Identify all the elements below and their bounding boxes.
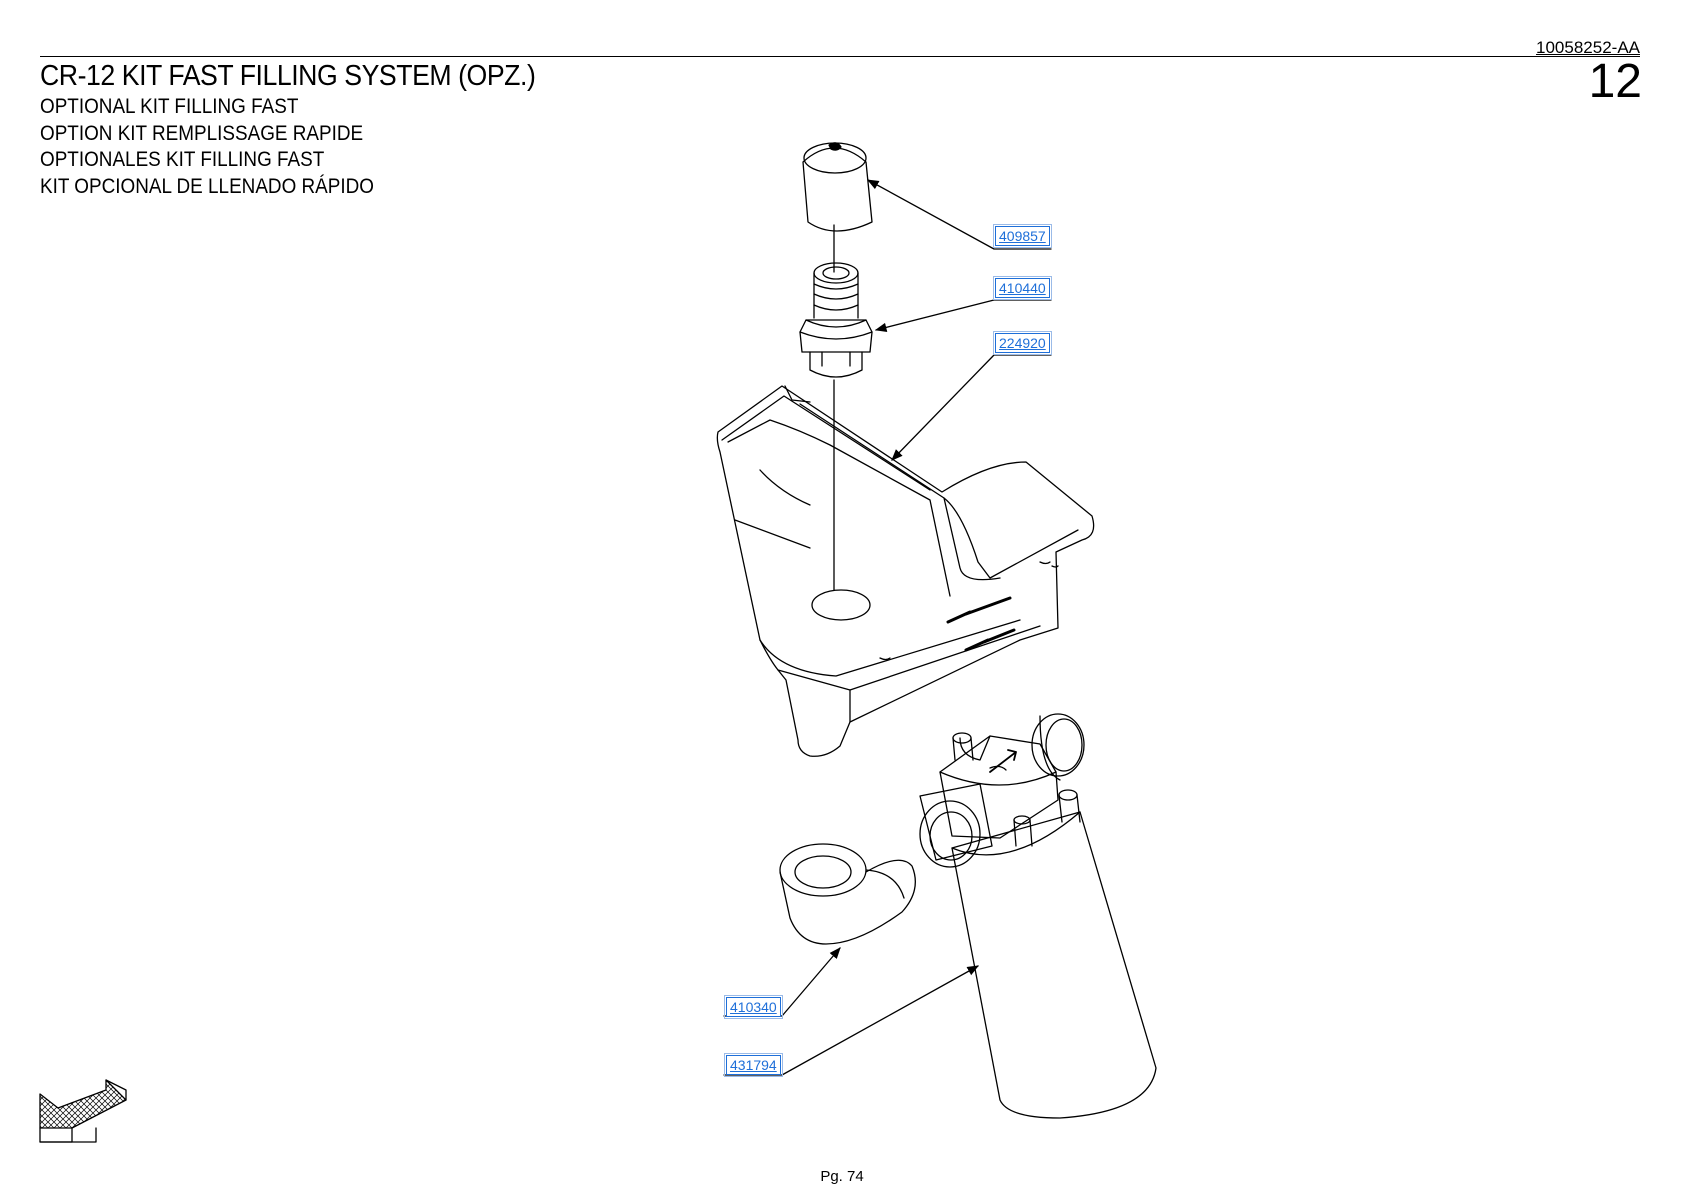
hopper-part-224920: [716, 385, 1095, 757]
cap-part-409857: [802, 142, 873, 232]
subtitle-en: OPTIONAL KIT FILLING FAST: [40, 95, 299, 118]
callout-431794[interactable]: 431794: [724, 1053, 783, 1077]
callout-410440[interactable]: 410440: [993, 276, 1052, 300]
section-number: 12: [1588, 55, 1642, 108]
callout-409857[interactable]: 409857: [993, 224, 1052, 248]
coupling-part-410440: [799, 262, 873, 378]
filter-part-431794: [919, 713, 1157, 1119]
leader-lines: [723, 179, 1052, 1076]
elbow-part-410340: [779, 843, 916, 945]
subtitle-fr: OPTION KIT REMPLISSAGE RAPIDE: [40, 121, 364, 145]
subtitle-de: OPTIONALES KIT FILLING FAST: [40, 148, 325, 171]
subtitle-list: OPTIONAL KIT FILLING FAST OPTION KIT REM…: [40, 94, 374, 200]
callout-410340[interactable]: 410340: [724, 995, 783, 1019]
orientation-arrow-icon: [39, 1079, 127, 1143]
subtitle-es: KIT OPCIONAL DE LLENADO RÁPIDO: [40, 174, 374, 198]
page-title: CR-12 KIT FAST FILLING SYSTEM (OPZ.): [40, 60, 536, 92]
callout-224920[interactable]: 224920: [993, 331, 1052, 355]
page-number: Pg. 74: [820, 1168, 864, 1185]
header-rule: [40, 56, 1640, 57]
document-code: 10058252-AA: [1536, 38, 1640, 57]
